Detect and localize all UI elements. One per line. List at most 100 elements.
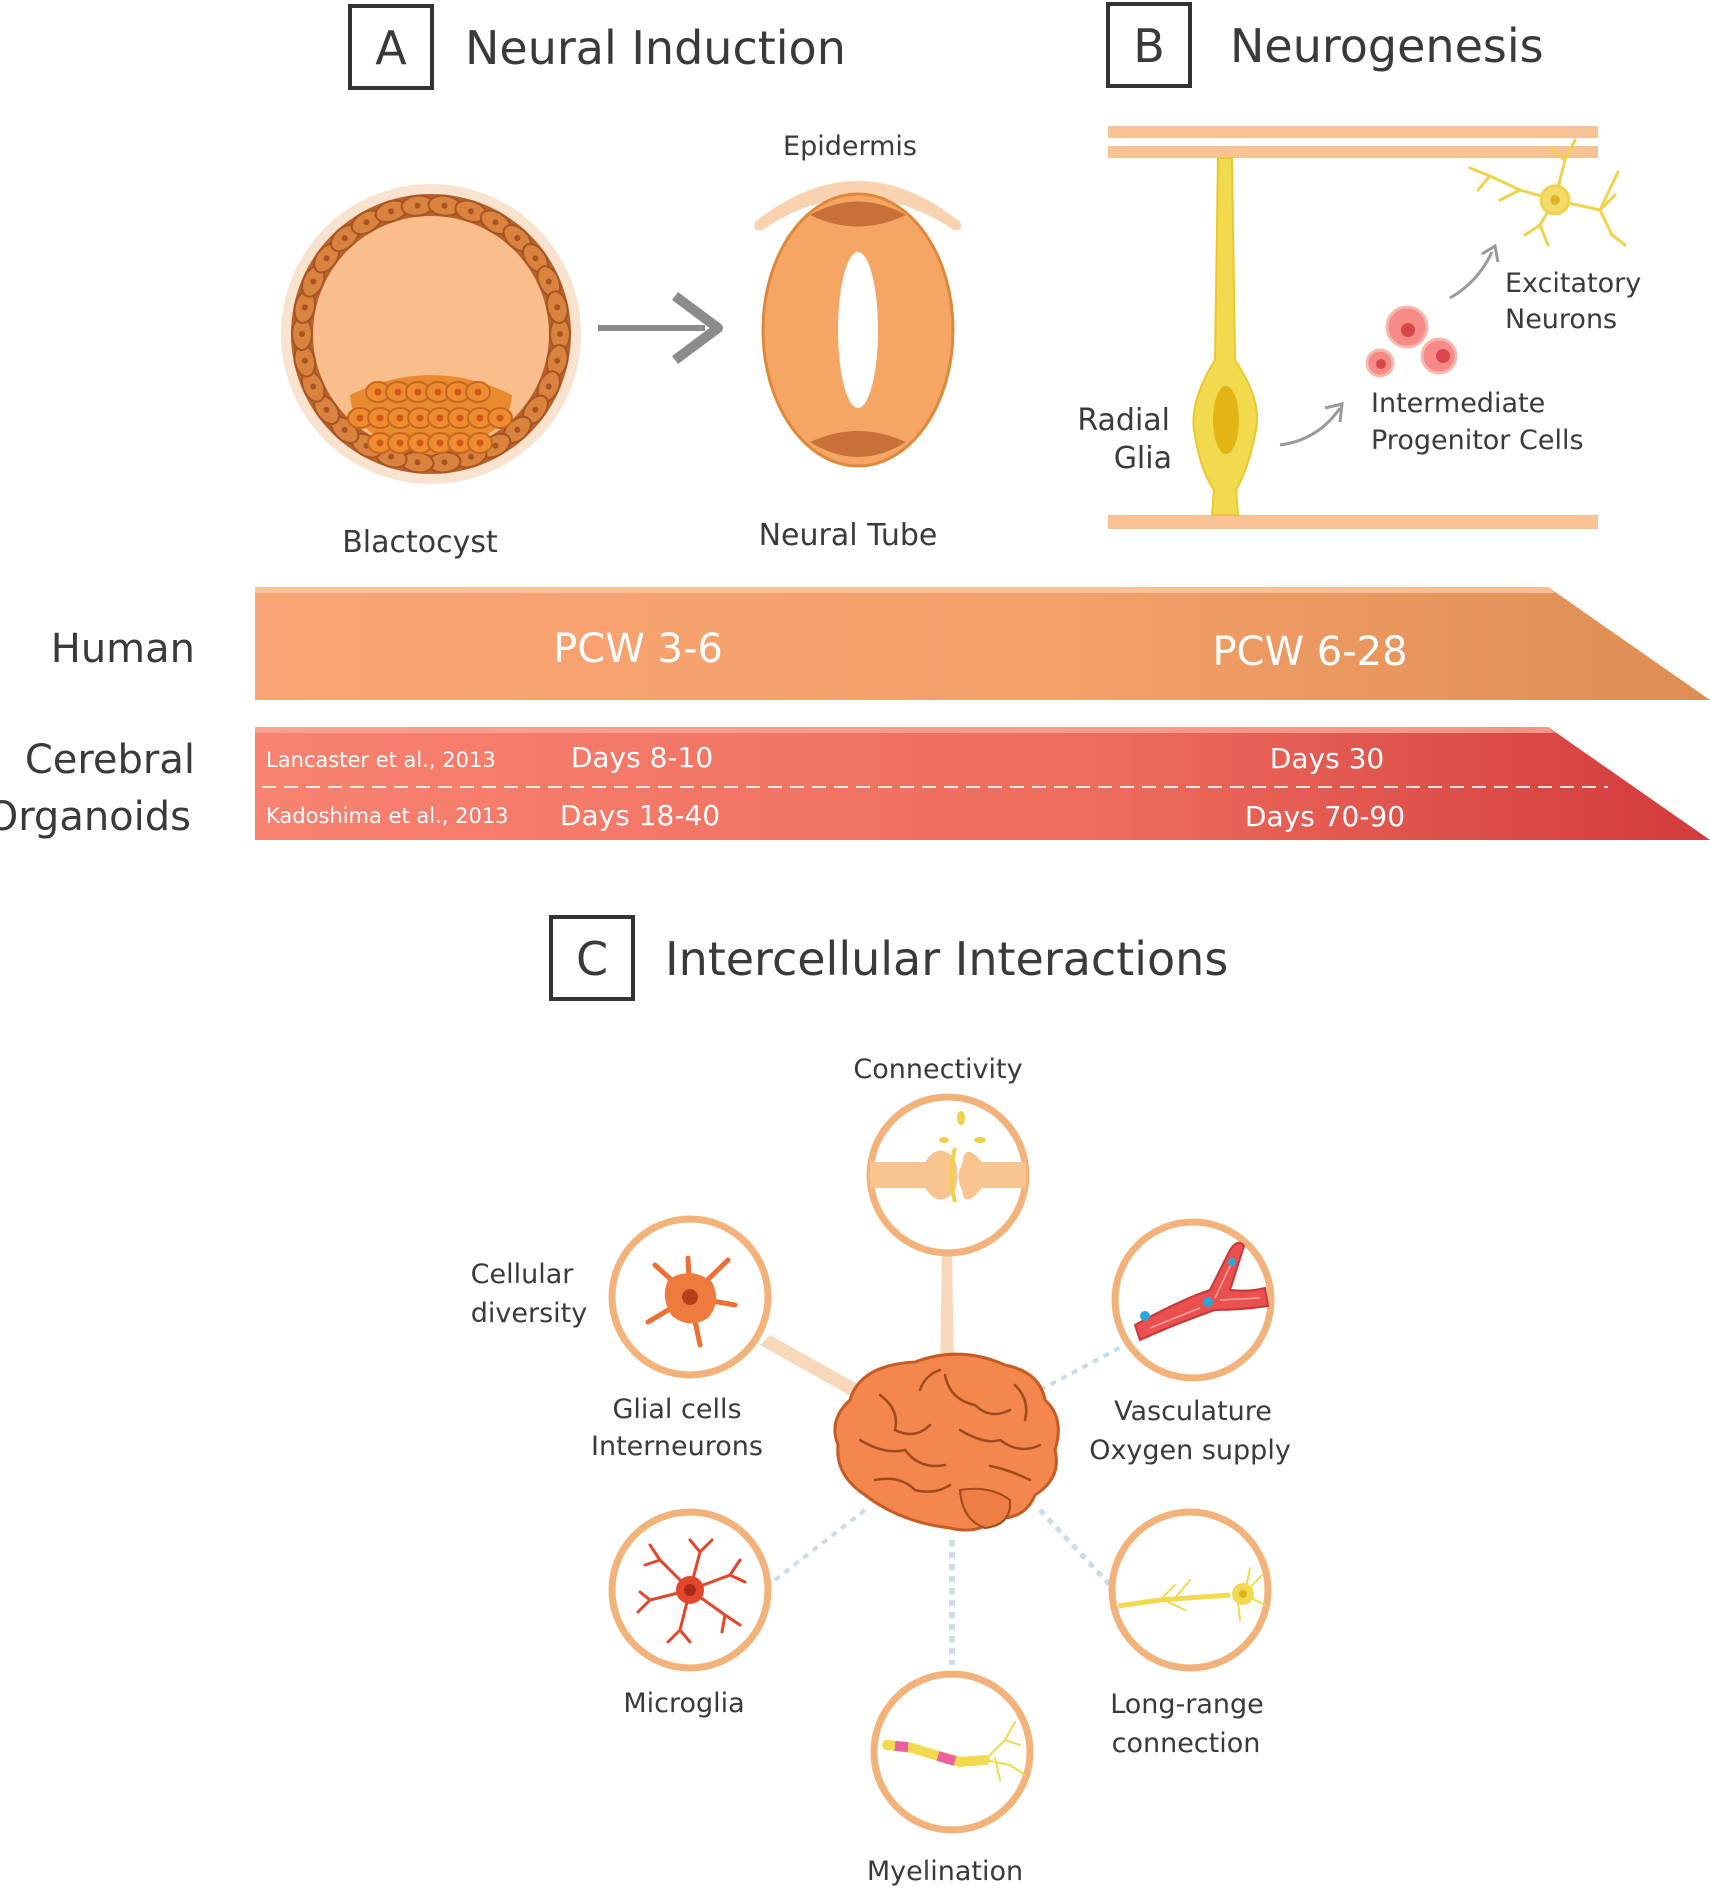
- radial-glia-label-1: Radial: [1077, 403, 1170, 438]
- panel-b-letter-box: [1106, 2, 1192, 88]
- human-timeline-bar: [255, 587, 1710, 700]
- panel-a-letter: A: [375, 21, 407, 75]
- inner-cell-nucleus: [376, 414, 384, 422]
- ventricular-surface-line: [1108, 515, 1598, 529]
- intermediate-progenitor-cells: [1365, 305, 1458, 378]
- ipc-label-1: Intermediate: [1371, 388, 1545, 419]
- induction-arrow: [598, 291, 723, 365]
- vasculature-circle: [1111, 1218, 1275, 1382]
- trophoblast-nucleus: [301, 304, 308, 311]
- brain-illustration: [833, 1352, 1060, 1532]
- inner-cell-nucleus: [476, 414, 484, 422]
- ipc-label-2: Progenitor Cells: [1371, 425, 1584, 456]
- inner-cell-nucleus: [414, 388, 422, 396]
- trophoblast-nucleus: [467, 208, 474, 215]
- timeline: Human PCW 3-6 PCW 6-28 Cerebral Organoid…: [0, 587, 1710, 840]
- trophoblast-nucleus: [554, 357, 561, 364]
- organoids-row-label-2: Organoids: [0, 794, 191, 840]
- trophoblast-nucleus: [467, 453, 474, 460]
- panel-b-letter: B: [1133, 19, 1165, 73]
- panel-c-title: Intercellular Interactions: [665, 932, 1228, 986]
- trophoblast-nucleus: [323, 255, 330, 262]
- long-range-label-2: connection: [1112, 1728, 1261, 1759]
- trophoblast-nucleus: [441, 459, 448, 466]
- lancaster-days-2: Days 30: [1270, 742, 1384, 775]
- inner-cell-nucleus: [476, 439, 484, 447]
- connectivity-circle: [866, 1093, 1030, 1257]
- kadoshima-reference: Kadoshima et al., 2013: [266, 804, 509, 828]
- panel-a-letter-box: [348, 4, 434, 90]
- trophoblast-nucleus: [514, 426, 521, 433]
- inner-cell-nucleus: [454, 388, 462, 396]
- inner-cell-nucleus: [416, 414, 424, 422]
- excitatory-label-2: Neurons: [1505, 304, 1617, 335]
- glial-cells-label: Glial cells: [612, 1394, 741, 1425]
- trophoblast-nucleus: [388, 453, 395, 460]
- interneurons-label: Interneurons: [591, 1431, 763, 1462]
- trophoblast-nucleus: [301, 357, 308, 364]
- inner-cell-nucleus: [496, 414, 504, 422]
- trophoblast-nucleus: [323, 406, 330, 413]
- trophoblast-nucleus: [514, 235, 521, 242]
- trophoblast-nucleus: [414, 202, 421, 209]
- trophoblast-nucleus: [532, 255, 539, 262]
- vasculature-label-2: Oxygen supply: [1089, 1435, 1291, 1466]
- cellular-diversity-label-1: Cellular: [471, 1259, 575, 1290]
- panel-c-letter: C: [576, 932, 608, 986]
- connector-lines: [760, 1250, 1126, 1665]
- human-row-label: Human: [51, 626, 195, 672]
- radial-glia-cell: [1192, 157, 1259, 516]
- trophoblast-nucleus: [441, 202, 448, 209]
- trophoblast-nucleus: [341, 426, 348, 433]
- neuron-arrow: [1449, 251, 1494, 300]
- inner-cell-nucleus: [376, 439, 384, 447]
- organoids-row-label-1: Cerebral: [25, 737, 195, 783]
- blastocyst-illustration: [281, 184, 581, 484]
- pial-surface-line-2: [1108, 146, 1598, 158]
- panel-b: B Neurogenesis Radial Glia Intermediate …: [1077, 2, 1641, 529]
- inner-cell-nucleus: [396, 414, 404, 422]
- trophoblast-nucleus: [388, 208, 395, 215]
- kadoshima-days-1: Days 18-40: [560, 799, 720, 832]
- human-stage-1: PCW 3-6: [553, 626, 723, 672]
- inner-cell-nucleus: [436, 414, 444, 422]
- inner-cell-nucleus: [436, 439, 444, 447]
- trophoblast-nucleus: [545, 383, 552, 390]
- pial-surface-line: [1108, 126, 1598, 138]
- excitatory-neuron: [1468, 138, 1627, 247]
- trophoblast-nucleus: [492, 442, 499, 449]
- organoids-timeline-bar: [255, 727, 1710, 840]
- trophoblast-nucleus: [554, 304, 561, 311]
- human-stage-2: PCW 6-28: [1212, 629, 1407, 675]
- inner-cell-nucleus: [434, 388, 442, 396]
- trophoblast-nucleus: [557, 331, 563, 337]
- microglia-circle: [608, 1508, 772, 1672]
- inner-cell-nucleus: [456, 414, 464, 422]
- panel-a-title: Neural Induction: [465, 21, 846, 75]
- lancaster-days-1: Days 8-10: [571, 741, 713, 774]
- myelination-circle: [870, 1670, 1034, 1834]
- inner-cell-nucleus: [356, 414, 364, 422]
- panel-a: A Neural Induction Blactocyst Epidermis …: [281, 4, 962, 560]
- kadoshima-days-2: Days 70-90: [1245, 800, 1405, 833]
- lancaster-reference: Lancaster et al., 2013: [266, 748, 496, 772]
- inner-cell-nucleus: [374, 388, 382, 396]
- inner-cell-nucleus: [416, 439, 424, 447]
- trophoblast-nucleus: [532, 406, 539, 413]
- blastocyst-label: Blactocyst: [342, 525, 498, 560]
- trophoblast-nucleus: [310, 278, 317, 285]
- trophoblast-nucleus: [492, 219, 499, 226]
- neural-tube-illustration: [754, 181, 962, 468]
- cellular-diversity-label-2: diversity: [471, 1298, 587, 1329]
- panel-c: C Intercellular Interactions: [471, 915, 1291, 1887]
- ipc-arrow: [1279, 407, 1342, 447]
- myelination-label: Myelination: [867, 1856, 1023, 1887]
- vasculature-label-1: Vasculature: [1114, 1396, 1272, 1427]
- panel-b-title: Neurogenesis: [1230, 19, 1544, 73]
- long-range-connection-circle: [1108, 1508, 1272, 1672]
- connectivity-label: Connectivity: [853, 1054, 1022, 1085]
- cellular-diversity-circle: [608, 1215, 772, 1379]
- excitatory-label-1: Excitatory: [1505, 268, 1641, 299]
- microglia-label: Microglia: [623, 1688, 744, 1719]
